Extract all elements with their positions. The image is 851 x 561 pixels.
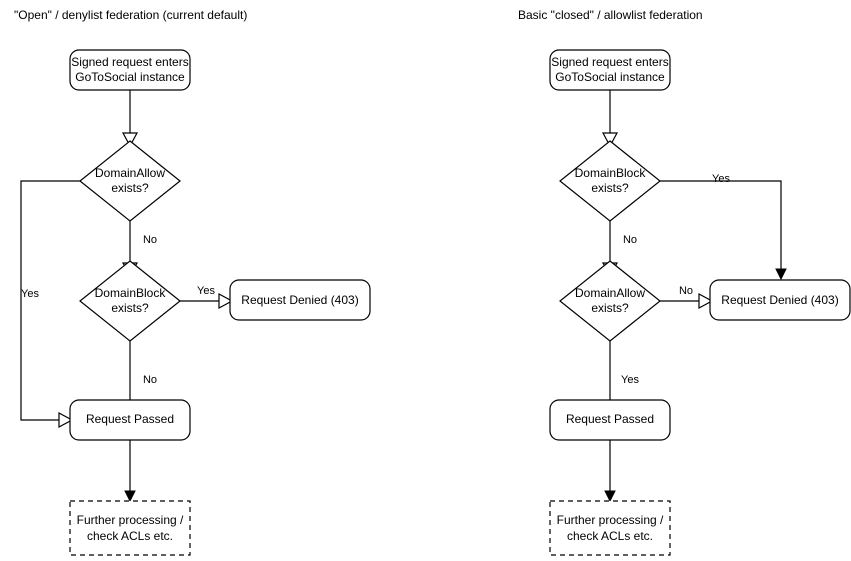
left-request-denied-label: Request Denied (403) bbox=[241, 293, 358, 307]
right-request-denied-label: Request Denied (403) bbox=[721, 293, 838, 307]
left-start-node-label-line1: Signed request enters bbox=[71, 55, 188, 69]
left-edge-domainallow-yes-to-passed bbox=[20, 180, 80, 421]
left-arrowhead-start-to-domainallow bbox=[121, 132, 139, 148]
left-arrowhead-passed-to-further bbox=[124, 490, 136, 503]
left-start-node-label-line2: GoToSocial instance bbox=[75, 70, 185, 84]
left-further-processing-label-line1: Further processing / bbox=[77, 513, 184, 527]
right-edge-domainblock-yes-to-denied bbox=[660, 180, 782, 274]
right-edge-label-domainallow-no: No bbox=[679, 285, 693, 297]
left-further-processing-label-line2: check ACLs etc. bbox=[87, 529, 173, 543]
right-further-processing-node[interactable] bbox=[549, 500, 671, 556]
right-decision-domainallow-label-line1: DomainAllow bbox=[575, 286, 645, 300]
left-request-passed-label: Request Passed bbox=[86, 412, 174, 426]
right-arrowhead-start-to-domainblock bbox=[601, 132, 619, 148]
right-further-processing-label-line1: Further processing / bbox=[557, 513, 664, 527]
left-decision-domainallow-label-line2: exists? bbox=[111, 181, 149, 195]
right-decision-domainblock-label-line1: DomainBlock bbox=[575, 166, 647, 180]
right-decision-domainallow-label-line2: exists? bbox=[591, 301, 629, 315]
left-decision-domainallow-label-line1: DomainAllow bbox=[95, 166, 165, 180]
left-edge-label-domainallow-yes: Yes bbox=[21, 288, 39, 300]
left-arrowhead-domainblock-yes bbox=[218, 292, 234, 310]
right-edge-label-domainblock-no: No bbox=[623, 234, 637, 246]
left-edge-label-domainallow-no: No bbox=[143, 234, 157, 246]
left-decision-domainblock-label-line2: exists? bbox=[111, 301, 149, 315]
right-edge-label-domainblock-yes: Yes bbox=[712, 173, 730, 185]
left-request-denied-node[interactable] bbox=[229, 279, 371, 321]
left-edge-label-domainblock-no: No bbox=[143, 374, 157, 386]
right-edge-label-domainallow-yes: Yes bbox=[621, 374, 639, 386]
left-decision-domainblock-label-line1: DomainBlock bbox=[95, 286, 167, 300]
right-start-node-label-line1: Signed request enters bbox=[551, 55, 668, 69]
right-decision-domainblock-label-line2: exists? bbox=[591, 181, 629, 195]
right-request-passed-label: Request Passed bbox=[566, 412, 654, 426]
left-further-processing-node[interactable] bbox=[69, 500, 191, 556]
right-diagram-title: Basic "closed" / allowlist federation bbox=[518, 8, 703, 22]
right-arrowhead-passed-to-further bbox=[604, 490, 616, 503]
right-start-node-label-line2: GoToSocial instance bbox=[555, 70, 665, 84]
right-request-denied-node[interactable] bbox=[709, 279, 851, 321]
right-further-processing-label-line2: check ACLs etc. bbox=[567, 529, 653, 543]
left-diagram-title: "Open" / denylist federation (current de… bbox=[14, 8, 247, 22]
right-arrowhead-domainblock-yes bbox=[775, 268, 787, 281]
right-arrowhead-domainallow-no bbox=[698, 292, 714, 310]
left-edge-label-domainblock-yes: Yes bbox=[197, 285, 215, 297]
left-arrowhead-domainallow-yes bbox=[58, 411, 74, 429]
